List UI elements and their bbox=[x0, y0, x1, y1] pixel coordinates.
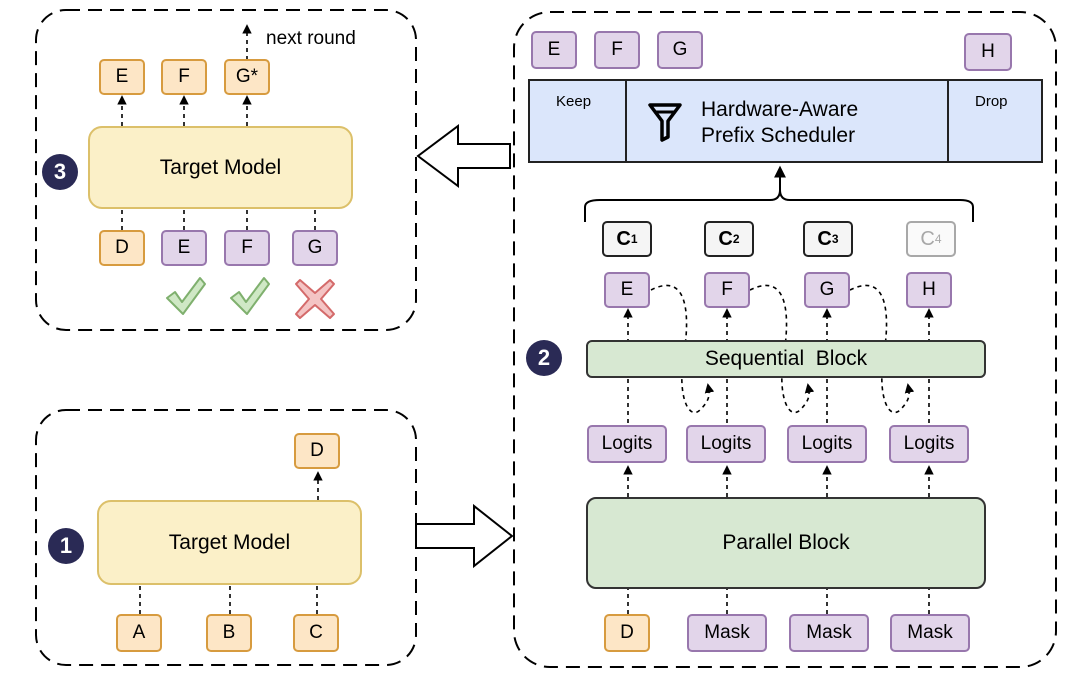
target-model-box: Target Model bbox=[97, 500, 362, 585]
draft-token-g: G bbox=[804, 272, 850, 308]
hollow-arrow-left bbox=[416, 124, 511, 188]
step-badge-3: 3 bbox=[42, 154, 78, 190]
mask-token: Mask bbox=[687, 614, 767, 652]
hollow-arrow-right bbox=[415, 503, 514, 569]
input-token-d: D bbox=[604, 614, 650, 652]
scheduler-center: Hardware-Aware Prefix Scheduler bbox=[627, 81, 949, 161]
candidate-letter: C bbox=[616, 227, 631, 250]
candidate-brace bbox=[584, 189, 974, 222]
prefix-scheduler: Keep Hardware-Aware Prefix Scheduler Dro… bbox=[528, 79, 1043, 163]
input-token-d: D bbox=[99, 230, 145, 266]
sequential-block-label: Sequential Block bbox=[704, 347, 868, 370]
model-label: Target Model bbox=[168, 530, 291, 554]
kept-token-f: F bbox=[594, 31, 640, 69]
filter-icon bbox=[648, 103, 682, 142]
check-icon bbox=[166, 277, 206, 315]
input-token-b: B bbox=[206, 614, 252, 652]
draft-token-f: F bbox=[704, 272, 750, 308]
logits-box: Logits bbox=[686, 425, 766, 463]
parallel-block-label: Parallel Block bbox=[722, 531, 850, 554]
step-number: 2 bbox=[537, 345, 551, 370]
draft-token-e: E bbox=[604, 272, 650, 308]
candidate-index: 4 bbox=[934, 232, 942, 246]
step-badge-2: 2 bbox=[526, 340, 562, 376]
next-round-label: next round bbox=[266, 28, 356, 49]
output-token-e: E bbox=[99, 59, 145, 95]
dropped-token-h: H bbox=[964, 33, 1012, 71]
cross-icon bbox=[295, 279, 335, 319]
logits-box: Logits bbox=[587, 425, 667, 463]
scheduler-title-line2: Prefix Scheduler bbox=[701, 124, 856, 147]
logits-box: Logits bbox=[889, 425, 969, 463]
drop-label: Drop bbox=[975, 93, 1008, 110]
keep-section: Keep bbox=[530, 81, 627, 161]
mask-token: Mask bbox=[890, 614, 970, 652]
input-token-a: A bbox=[116, 614, 162, 652]
parallel-block: Parallel Block bbox=[586, 497, 986, 589]
model-label: Target Model bbox=[159, 155, 282, 179]
step-number: 1 bbox=[59, 533, 73, 558]
step-number: 3 bbox=[53, 159, 67, 184]
candidate-index: 3 bbox=[831, 232, 839, 246]
candidate-index: 1 bbox=[630, 232, 638, 246]
output-token-g-star: G* bbox=[224, 59, 270, 95]
scheduler-title-line1: Hardware-Aware bbox=[701, 98, 859, 121]
input-token-f: F bbox=[224, 230, 270, 266]
candidate-letter: C bbox=[920, 227, 935, 250]
draft-token-h: H bbox=[906, 272, 952, 308]
sequential-block: Sequential Block bbox=[586, 340, 986, 378]
mask-token: Mask bbox=[789, 614, 869, 652]
candidate-letter: C bbox=[817, 227, 832, 250]
input-token-e: E bbox=[161, 230, 207, 266]
input-token-c: C bbox=[293, 614, 339, 652]
candidate-index: 2 bbox=[732, 232, 740, 246]
output-token-f: F bbox=[161, 59, 207, 95]
input-token-g: G bbox=[292, 230, 338, 266]
kept-token-g: G bbox=[657, 31, 703, 69]
keep-label: Keep bbox=[556, 93, 592, 110]
logits-box: Logits bbox=[787, 425, 867, 463]
drop-section: Drop bbox=[949, 81, 1043, 161]
candidate-letter: C bbox=[718, 227, 733, 250]
target-model-box: Target Model bbox=[88, 126, 353, 209]
kept-token-e: E bbox=[531, 31, 577, 69]
step-badge-1: 1 bbox=[48, 528, 84, 564]
output-token-d: D bbox=[294, 433, 340, 469]
check-icon bbox=[230, 277, 270, 315]
